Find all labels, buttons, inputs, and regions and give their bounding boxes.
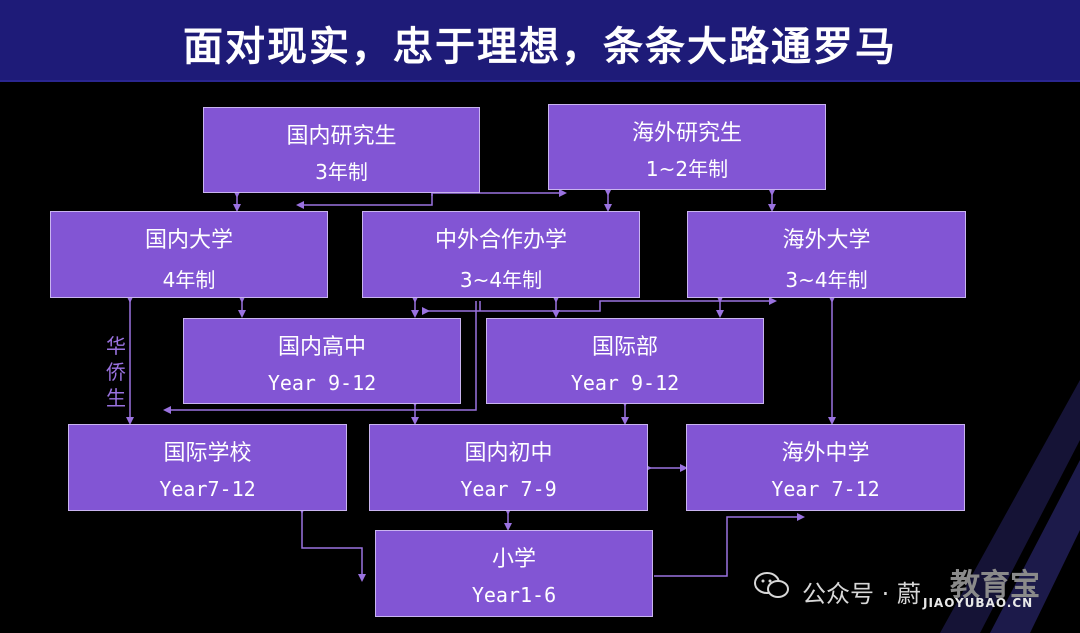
box-overseas-middle: 海外中学 Year 7-12 xyxy=(686,424,965,511)
box-subtitle: Year1-6 xyxy=(471,583,557,607)
box-title: 国内大学 xyxy=(144,228,233,253)
huaqiao-label: 华 侨 生 xyxy=(106,334,126,410)
box-subtitle: 4年制 xyxy=(162,268,216,292)
box-title: 海外研究生 xyxy=(631,121,742,146)
box-title: 国际学校 xyxy=(163,441,252,466)
logo-text: 教育宝 xyxy=(950,568,1040,603)
box-title: 国内研究生 xyxy=(286,124,397,149)
box-subtitle: Year 9-12 xyxy=(570,371,680,395)
box-domestic-univ: 国内大学 4年制 xyxy=(50,211,328,298)
box-subtitle: Year 7-9 xyxy=(460,477,557,501)
box-title: 中外合作办学 xyxy=(434,228,567,253)
header-bar: 面对现实，忠于理想，条条大路通罗马 xyxy=(0,0,1080,82)
box-title: 国内高中 xyxy=(277,335,366,360)
page-title: 面对现实，忠于理想，条条大路通罗马 xyxy=(183,24,897,70)
box-title: 海外大学 xyxy=(782,228,871,253)
box-overseas-univ: 海外大学 3~4年制 xyxy=(687,211,966,298)
box-sino-foreign: 中外合作办学 3~4年制 xyxy=(362,211,640,298)
box-subtitle: 3年制 xyxy=(315,160,368,184)
box-intl-school: 国际学校 Year7-12 xyxy=(68,424,347,511)
decorative-stripes xyxy=(940,380,1080,633)
box-title: 国内初中 xyxy=(464,441,553,466)
box-domestic-grad: 国内研究生 3年制 xyxy=(203,107,480,193)
box-primary: 小学 Year1-6 xyxy=(375,530,653,617)
box-title: 国际部 xyxy=(591,335,658,360)
box-subtitle: 1~2年制 xyxy=(645,157,729,181)
box-subtitle: Year 7-12 xyxy=(771,477,880,501)
box-subtitle: 3~4年制 xyxy=(459,268,543,292)
box-title: 海外中学 xyxy=(781,441,870,466)
box-subtitle: 3~4年制 xyxy=(785,268,868,292)
logo-subtext: JIAOYUBAO.CN xyxy=(923,596,1034,610)
box-domestic-high: 国内高中 Year 9-12 xyxy=(183,318,461,404)
watermark-text: 公众号 · 蔚 xyxy=(802,580,921,608)
box-subtitle: Year 9-12 xyxy=(267,371,377,395)
wechat-icon xyxy=(754,572,789,598)
box-domestic-middle: 国内初中 Year 7-9 xyxy=(369,424,648,511)
box-intl-dept: 国际部 Year 9-12 xyxy=(486,318,764,404)
box-title: 小学 xyxy=(491,547,536,572)
box-overseas-grad: 海外研究生 1~2年制 xyxy=(548,104,826,190)
box-subtitle: Year7-12 xyxy=(159,477,256,501)
